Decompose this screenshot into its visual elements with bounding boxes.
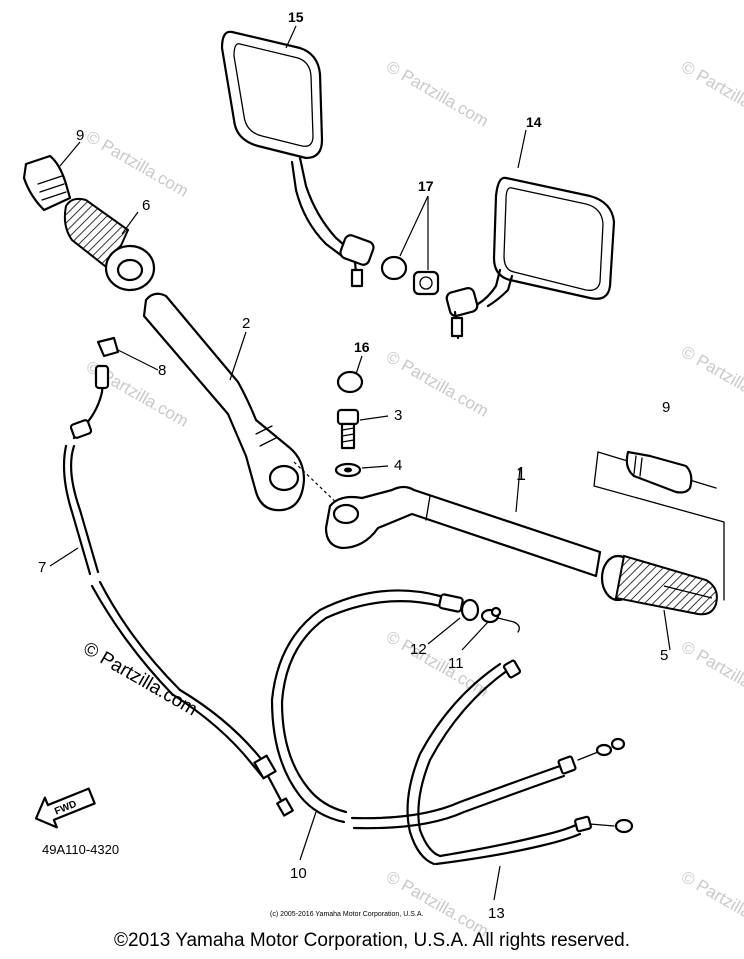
callout-8: 8 (158, 362, 166, 379)
callouts: 15 14 17 16 9 9 6 2 8 3 4 1 7 12 11 5 10… (38, 9, 670, 922)
cap-16 (336, 370, 364, 394)
watermark: © Partzilla.com (383, 57, 492, 131)
callout-3: 3 (394, 407, 402, 424)
cable-7 (62, 364, 294, 817)
callout-17: 17 (418, 178, 434, 194)
handlebar-1-right (324, 485, 602, 578)
callout-9-left: 9 (76, 127, 84, 144)
callout-11: 11 (448, 655, 464, 672)
clip-8 (96, 336, 120, 358)
watermark: © Partzilla.com (383, 627, 492, 701)
callout-13: 13 (488, 905, 505, 922)
callout-9-right: 9 (662, 399, 670, 416)
bolt-3 (336, 408, 360, 450)
callout-4: 4 (394, 457, 402, 474)
watermark: © Partzilla.com (83, 127, 192, 201)
grip-6-left (63, 197, 156, 292)
mirror-14 (445, 176, 616, 340)
bar-end-9-left (22, 154, 72, 212)
callout-1: 1 (516, 464, 526, 484)
small-copyright: (c) 2005-2016 Yamaha Motor Corporation, … (270, 911, 423, 918)
fitting-11 (480, 606, 520, 633)
footer-copyright: ©2013 Yamaha Motor Corporation, U.S.A. A… (114, 930, 630, 951)
bar-end-9-right (593, 450, 725, 601)
watermark-main: © Partzilla.com (80, 638, 201, 720)
callout-15: 15 (288, 9, 304, 25)
callout-5: 5 (660, 647, 668, 664)
cable-13 (406, 659, 634, 866)
fwd-arrow: FWD (34, 787, 96, 829)
callout-16: 16 (354, 339, 370, 355)
cable-10 (270, 589, 626, 830)
grip-5-right (600, 554, 718, 616)
watermark: © Partzilla.com (678, 637, 744, 711)
mirror-15 (220, 30, 375, 288)
callout-10: 10 (290, 865, 307, 882)
leader-lines (49, 25, 713, 901)
watermark: © Partzilla.com (678, 342, 744, 416)
handlebar-2-left (142, 292, 306, 512)
callout-6: 6 (142, 197, 150, 214)
cap-17 (380, 195, 440, 296)
callout-14: 14 (526, 114, 542, 130)
washer-4 (334, 462, 362, 478)
watermark: © Partzilla.com (678, 57, 744, 131)
callout-7: 7 (38, 559, 46, 576)
diagram-code: 49A110-4320 (42, 842, 119, 857)
callout-12: 12 (410, 641, 427, 658)
callout-2: 2 (242, 315, 250, 332)
